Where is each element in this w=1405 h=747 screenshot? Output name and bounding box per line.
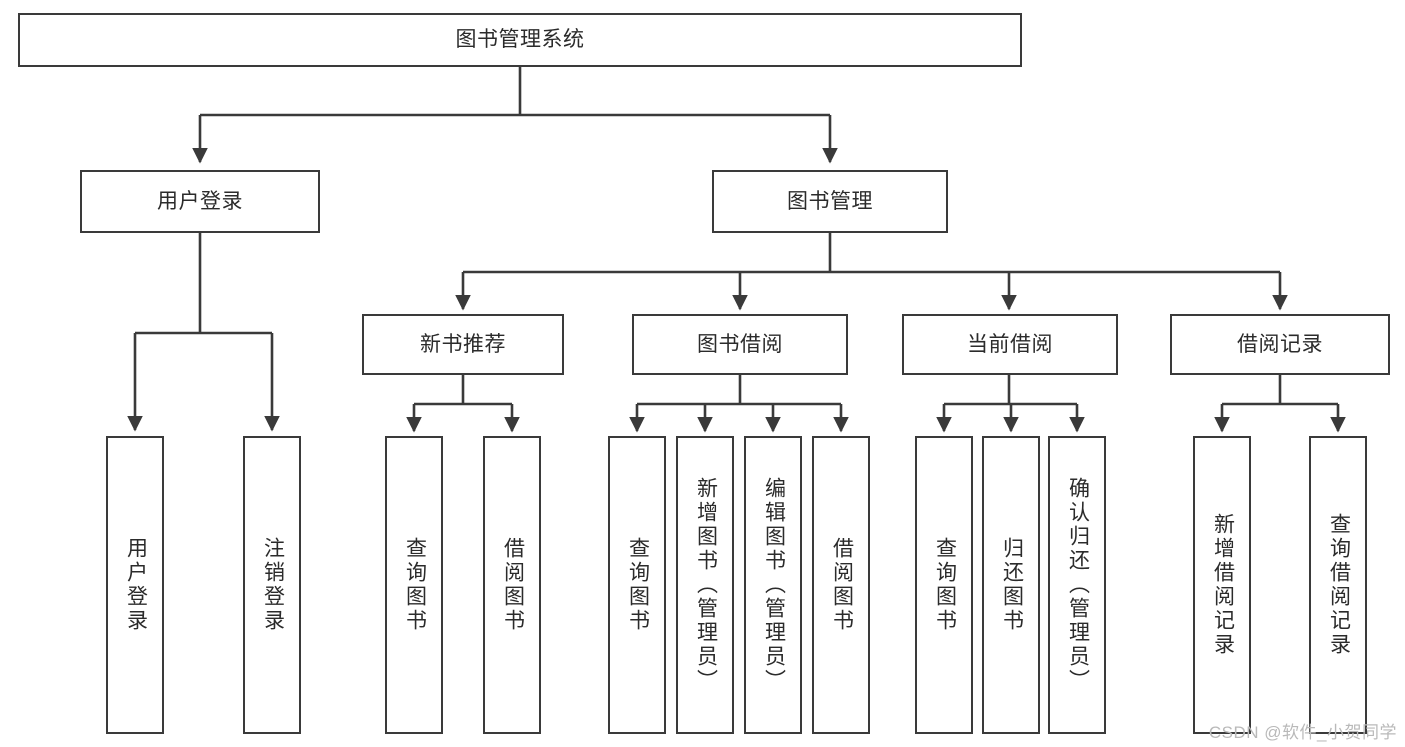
leaf-query-book-1-label: 查询图书 <box>403 537 427 633</box>
node-new-book-recommend-label: 新书推荐 <box>420 332 506 356</box>
leaf-query-book-2-label: 查询图书 <box>626 537 650 633</box>
leaf-return-book[interactable]: 归还图书 <box>982 436 1040 734</box>
node-borrow-record-label: 借阅记录 <box>1237 332 1323 356</box>
leaf-edit-book[interactable]: 编辑图书（管理员） <box>744 436 802 734</box>
leaf-query-book-3-label: 查询图书 <box>933 537 957 633</box>
leaf-borrow-book-1[interactable]: 借阅图书 <box>483 436 541 734</box>
leaf-query-record-label: 查询借阅记录 <box>1327 513 1351 657</box>
node-current-borrow-label: 当前借阅 <box>967 332 1053 356</box>
leaf-add-book-label: 新增图书（管理员） <box>694 477 718 693</box>
node-book-manage-label: 图书管理 <box>787 189 873 213</box>
leaf-edit-book-label: 编辑图书（管理员） <box>762 477 786 693</box>
node-current-borrow[interactable]: 当前借阅 <box>902 314 1118 375</box>
leaf-confirm-return[interactable]: 确认归还（管理员） <box>1048 436 1106 734</box>
node-book-borrow[interactable]: 图书借阅 <box>632 314 848 375</box>
leaf-query-book-2[interactable]: 查询图书 <box>608 436 666 734</box>
leaf-query-book-1[interactable]: 查询图书 <box>385 436 443 734</box>
leaf-query-book-3[interactable]: 查询图书 <box>915 436 973 734</box>
node-borrow-record[interactable]: 借阅记录 <box>1170 314 1390 375</box>
leaf-user-logout[interactable]: 注销登录 <box>243 436 301 734</box>
watermark: CSDN @软件_小贺同学 <box>1208 723 1397 742</box>
leaf-borrow-book-2-label: 借阅图书 <box>830 537 854 633</box>
leaf-user-login-label: 用户登录 <box>124 537 148 633</box>
leaf-add-book[interactable]: 新增图书（管理员） <box>676 436 734 734</box>
leaf-user-logout-label: 注销登录 <box>261 537 285 633</box>
node-book-manage[interactable]: 图书管理 <box>712 170 948 233</box>
leaf-borrow-book-2[interactable]: 借阅图书 <box>812 436 870 734</box>
leaf-user-login[interactable]: 用户登录 <box>106 436 164 734</box>
leaf-add-record[interactable]: 新增借阅记录 <box>1193 436 1251 734</box>
node-root-label: 图书管理系统 <box>455 28 585 52</box>
node-new-book-recommend[interactable]: 新书推荐 <box>362 314 564 375</box>
leaf-add-record-label: 新增借阅记录 <box>1211 513 1235 657</box>
node-user-login[interactable]: 用户登录 <box>80 170 320 233</box>
node-user-login-label: 用户登录 <box>157 189 243 213</box>
node-root[interactable]: 图书管理系统 <box>18 13 1022 67</box>
node-book-borrow-label: 图书借阅 <box>697 332 783 356</box>
leaf-return-book-label: 归还图书 <box>1000 537 1024 633</box>
leaf-query-record[interactable]: 查询借阅记录 <box>1309 436 1367 734</box>
leaf-confirm-return-label: 确认归还（管理员） <box>1066 477 1090 693</box>
leaf-borrow-book-1-label: 借阅图书 <box>501 537 525 633</box>
